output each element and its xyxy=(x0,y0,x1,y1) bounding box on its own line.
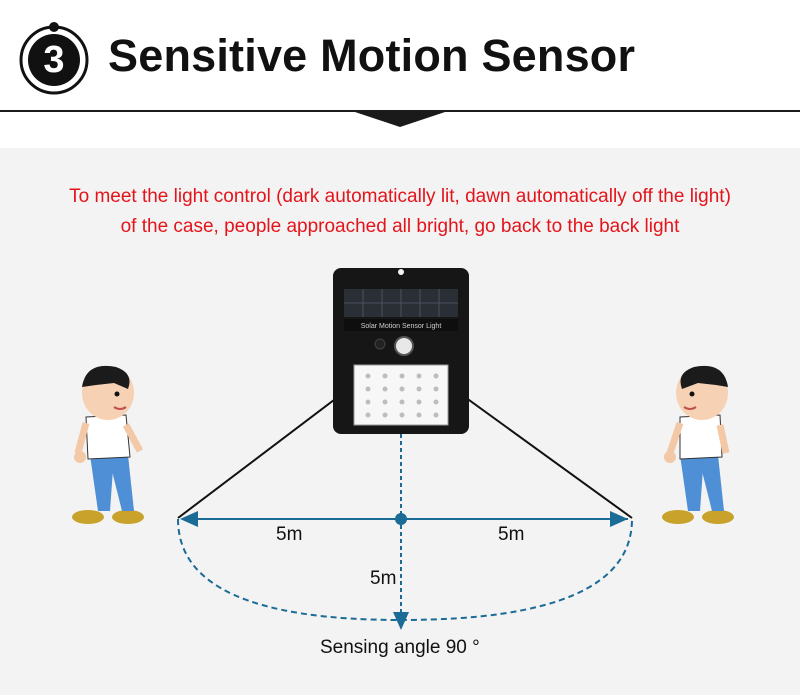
solar-light-device: Solar Motion Sensor Light xyxy=(333,268,469,434)
svg-text:Solar Motion Sensor Light: Solar Motion Sensor Light xyxy=(361,323,442,330)
step-number: 3 xyxy=(43,38,65,81)
boy-walking-left xyxy=(72,365,144,524)
depth-distance-label: 5m xyxy=(370,568,397,589)
page-title: Sensitive Motion Sensor xyxy=(108,30,636,81)
step-badge-icon: 3 xyxy=(16,22,92,98)
left-distance-label: 5m xyxy=(276,524,303,545)
description-line-1: To meet the light control (dark automati… xyxy=(69,186,731,207)
boy-walking-right xyxy=(662,365,734,524)
sensing-angle-label: Sensing angle 90 ° xyxy=(320,637,480,658)
sensing-arc xyxy=(177,518,633,622)
header: 3 Sensitive Motion Sensor xyxy=(0,0,800,112)
description-line-2: of the case, people approached all brigh… xyxy=(120,216,680,237)
header-pointer-icon xyxy=(352,111,448,127)
horizontal-range-arrow xyxy=(180,511,628,527)
right-distance-label: 5m xyxy=(498,524,525,545)
